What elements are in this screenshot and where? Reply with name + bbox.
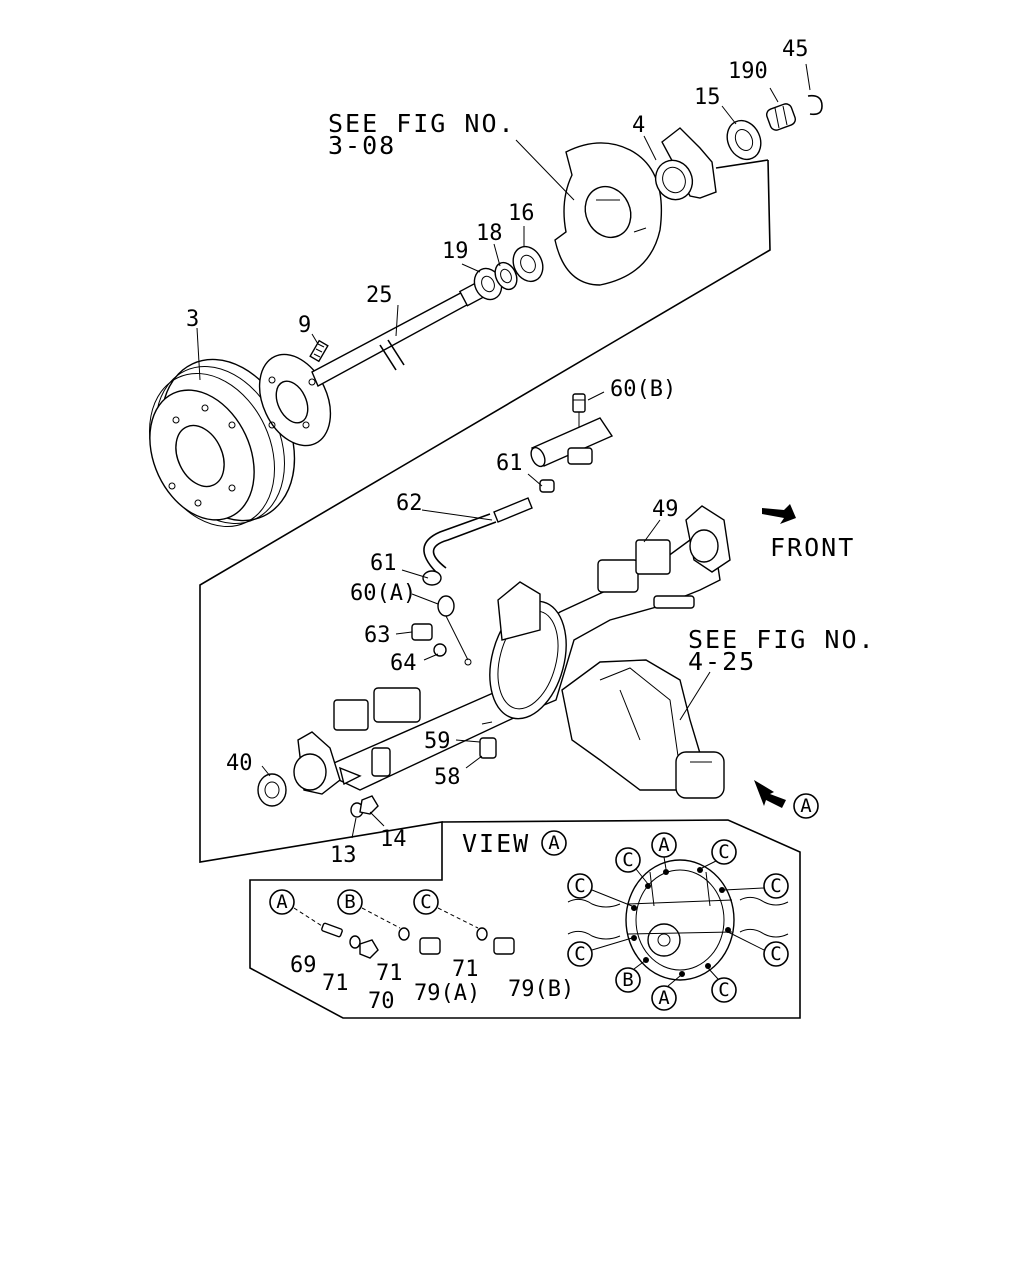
label-18: 18 — [476, 221, 503, 246]
see-fig-3-08-line2: 3-08 — [328, 131, 396, 160]
fastener-key-b: B — [337, 889, 441, 955]
inset-marker-c-3: C — [567, 873, 633, 907]
clip-61 — [539, 479, 555, 493]
svg-text:A: A — [658, 987, 670, 1009]
axle-housing — [316, 526, 721, 791]
inset-marker-c-7: C — [707, 967, 737, 1003]
label-60b: 60(B) — [610, 377, 676, 402]
svg-text:C: C — [622, 849, 633, 871]
label-4: 4 — [632, 113, 645, 138]
label-70: 70 — [368, 989, 395, 1014]
label-60a: 60(A) — [350, 581, 416, 606]
label-14: 14 — [380, 827, 407, 852]
fastener-key-c: C — [413, 889, 515, 955]
housing-end-right — [685, 505, 731, 573]
label-15: 15 — [694, 85, 721, 110]
hub-bolt — [309, 339, 329, 363]
hub-flange — [258, 353, 332, 447]
view-label: VIEW — [462, 829, 530, 858]
figure-references: SEE FIG NO. 3-08 SEE FIG NO. 4-25 FRONT … — [328, 109, 876, 819]
inset-marker-a-top: A — [651, 832, 677, 870]
brake-drum — [149, 358, 296, 528]
label-64: 64 — [390, 651, 417, 676]
bracket-stud — [371, 595, 695, 777]
front-arrow-icon — [762, 504, 796, 524]
svg-text:B: B — [344, 891, 355, 913]
svg-text:B: B — [622, 969, 633, 991]
axle-shaft — [311, 277, 494, 387]
inset-marker-c-4: C — [723, 873, 789, 899]
label-13: 13 — [330, 843, 357, 868]
label-3: 3 — [186, 307, 199, 332]
svg-text:C: C — [574, 875, 585, 897]
svg-text:A: A — [276, 891, 288, 913]
label-9: 9 — [298, 313, 311, 338]
differential-carrier — [561, 659, 725, 799]
label-79a: 79(A) — [414, 981, 480, 1006]
view-label-marker: A — [548, 832, 560, 854]
label-79b: 79(B) — [508, 977, 574, 1002]
leader-lines — [196, 63, 811, 839]
label-58: 58 — [434, 765, 461, 790]
shaft-bearings — [473, 245, 544, 301]
see-fig-4-25-line2: 4-25 — [688, 647, 756, 676]
inset-marker-c-1: C — [615, 847, 649, 885]
svg-text:C: C — [420, 891, 431, 913]
inset-marker-c-2: C — [701, 839, 737, 869]
view-a-arrow-icon — [754, 780, 786, 808]
label-69: 69 — [290, 953, 317, 978]
breather-fitting-60b — [572, 393, 586, 450]
plug-63-washer-64 — [411, 623, 447, 657]
svg-text:C: C — [718, 979, 729, 1001]
oil-seal-40 — [257, 773, 287, 807]
bearing-15 — [726, 119, 762, 161]
label-71-a: 71 — [322, 971, 349, 996]
svg-text:A: A — [658, 834, 670, 856]
label-61-lower: 61 — [370, 551, 397, 576]
inset-marker-c-5: C — [567, 937, 633, 967]
label-190: 190 — [728, 59, 768, 84]
label-63: 63 — [364, 623, 391, 648]
view-a-inset: VIEW A A C — [269, 829, 789, 1014]
hose-clamp-61 — [422, 570, 442, 586]
see-fig-3-08-line1: SEE FIG NO. — [328, 109, 516, 138]
see-fig-4-25-line1: SEE FIG NO. — [688, 625, 876, 654]
fitting-58-59 — [479, 721, 497, 759]
label-25: 25 — [366, 283, 393, 308]
label-62: 62 — [396, 491, 423, 516]
label-71-b: 71 — [376, 961, 403, 986]
label-71-c: 71 — [452, 957, 479, 982]
bearing-housing — [654, 127, 717, 201]
assembly-outline — [199, 159, 801, 1019]
label-19: 19 — [442, 239, 469, 264]
breather-fitting-60a — [437, 595, 472, 666]
bearing-190 — [766, 103, 796, 131]
stud-nut-13-14 — [338, 766, 379, 818]
inset-marker-a-bottom: A — [651, 975, 681, 1011]
svg-text:C: C — [770, 943, 781, 965]
backing-plate — [554, 142, 663, 286]
label-61-upper: 61 — [496, 451, 523, 476]
housing-end-left — [293, 731, 341, 795]
view-a-marker: A — [800, 795, 812, 817]
inset-marker-c-6: C — [727, 931, 789, 967]
svg-text:C: C — [770, 875, 781, 897]
fastener-key-a: A — [269, 889, 379, 959]
label-40: 40 — [226, 751, 253, 776]
label-16: 16 — [508, 201, 535, 226]
svg-text:C: C — [718, 841, 729, 863]
snap-ring — [807, 94, 823, 116]
front-label: FRONT — [770, 533, 855, 562]
vent-hose — [423, 497, 533, 573]
svg-text:C: C — [574, 943, 585, 965]
inset-marker-b: B — [615, 959, 647, 993]
label-49: 49 — [652, 497, 679, 522]
label-59: 59 — [424, 729, 451, 754]
vent-tube-bracket — [530, 417, 614, 468]
label-45: 45 — [782, 37, 809, 62]
part-number-labels: 3 9 25 19 18 16 4 15 190 45 60(B) 61 62 … — [186, 37, 809, 868]
